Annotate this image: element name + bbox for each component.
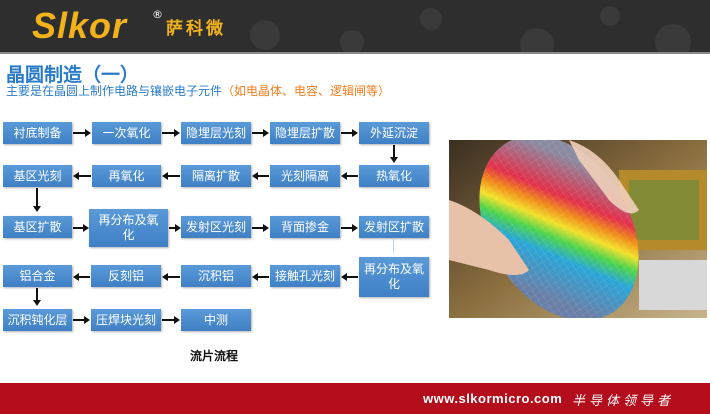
- arrow-right: [341, 227, 352, 229]
- flow-step: 背面掺金: [270, 216, 340, 238]
- arrow-down: [393, 145, 395, 157]
- arrow-right: [73, 132, 85, 134]
- wafer-image-icon: [449, 140, 707, 318]
- arrow-down: [36, 288, 38, 300]
- arrow-left: [347, 175, 358, 177]
- flow-step: 接触孔光刻: [270, 265, 340, 287]
- flow-step: 隐埋层光刻: [181, 122, 251, 144]
- arrow-left: [168, 276, 180, 278]
- flow-step: 再分布及氧化: [359, 257, 429, 297]
- flow-step: 光刻隔离: [270, 165, 340, 187]
- footer-bar: www.slkormicro.com 半导体领导者: [0, 383, 710, 414]
- arrow-left: [258, 276, 269, 278]
- flow-step: 隔离扩散: [181, 165, 251, 187]
- arrow-right: [73, 227, 83, 229]
- flow-step: 基区光刻: [3, 165, 72, 187]
- arrow-right: [169, 227, 175, 229]
- flow-step: 热氧化: [359, 165, 429, 187]
- flow-step: 基区扩散: [3, 216, 72, 238]
- arrow-right: [341, 132, 352, 134]
- arrow-right: [162, 319, 174, 321]
- arrow-left: [168, 175, 180, 177]
- arrow-left: [79, 276, 90, 278]
- flow-step: 压焊块光刻: [91, 309, 161, 331]
- wafer-photo: [449, 140, 707, 318]
- flow-step: 衬底制备: [3, 122, 72, 144]
- flow-step: 一次氧化: [92, 122, 161, 144]
- page-title: 晶圆制造（一）: [6, 64, 140, 86]
- subtitle: 主要是在晶圆上制作电路与镶嵌电子元件（如电晶体、电容、逻辑闸等）: [6, 82, 390, 99]
- flow-step: 外延沉淀: [359, 122, 429, 144]
- arrow-left: [258, 175, 269, 177]
- flow-step: 隐埋层扩散: [270, 122, 340, 144]
- flow-step: 铝合金: [3, 265, 72, 287]
- arrow-down-light: [393, 239, 394, 253]
- flow-caption: 流片流程: [190, 349, 239, 363]
- flow-step: 沉积铝: [181, 265, 251, 287]
- flow-step: 中测: [181, 309, 251, 331]
- flow-step: 反刻铝: [91, 265, 161, 287]
- flow-step: 发射区光刻: [181, 216, 251, 238]
- arrow-left: [79, 175, 91, 177]
- flow-step: 沉积钝化层: [3, 309, 72, 331]
- arrow-right: [162, 132, 174, 134]
- website-link[interactable]: www.slkormicro.com: [423, 391, 563, 406]
- arrow-right: [252, 227, 263, 229]
- subtitle-main: 主要是在晶圆上制作电路与镶嵌电子元件: [6, 84, 223, 98]
- arrow-right: [252, 132, 263, 134]
- registered-mark: ®: [152, 8, 163, 21]
- flow-step: 再氧化: [92, 165, 161, 187]
- header-banner: Slkor ® 萨科微: [0, 0, 710, 54]
- arrow-left: [347, 276, 358, 278]
- logo: Slkor: [32, 5, 128, 46]
- subtitle-highlight: （如电晶体、电容、逻辑闸等）: [222, 84, 391, 98]
- logo-chinese: 萨科微: [166, 19, 226, 39]
- flow-step: 发射区扩散: [359, 216, 429, 238]
- flow-step: 再分布及氧化: [89, 209, 168, 247]
- arrow-down: [36, 188, 38, 206]
- footer-slogan: 半导体领导者: [572, 394, 675, 409]
- arrow-right: [73, 319, 84, 321]
